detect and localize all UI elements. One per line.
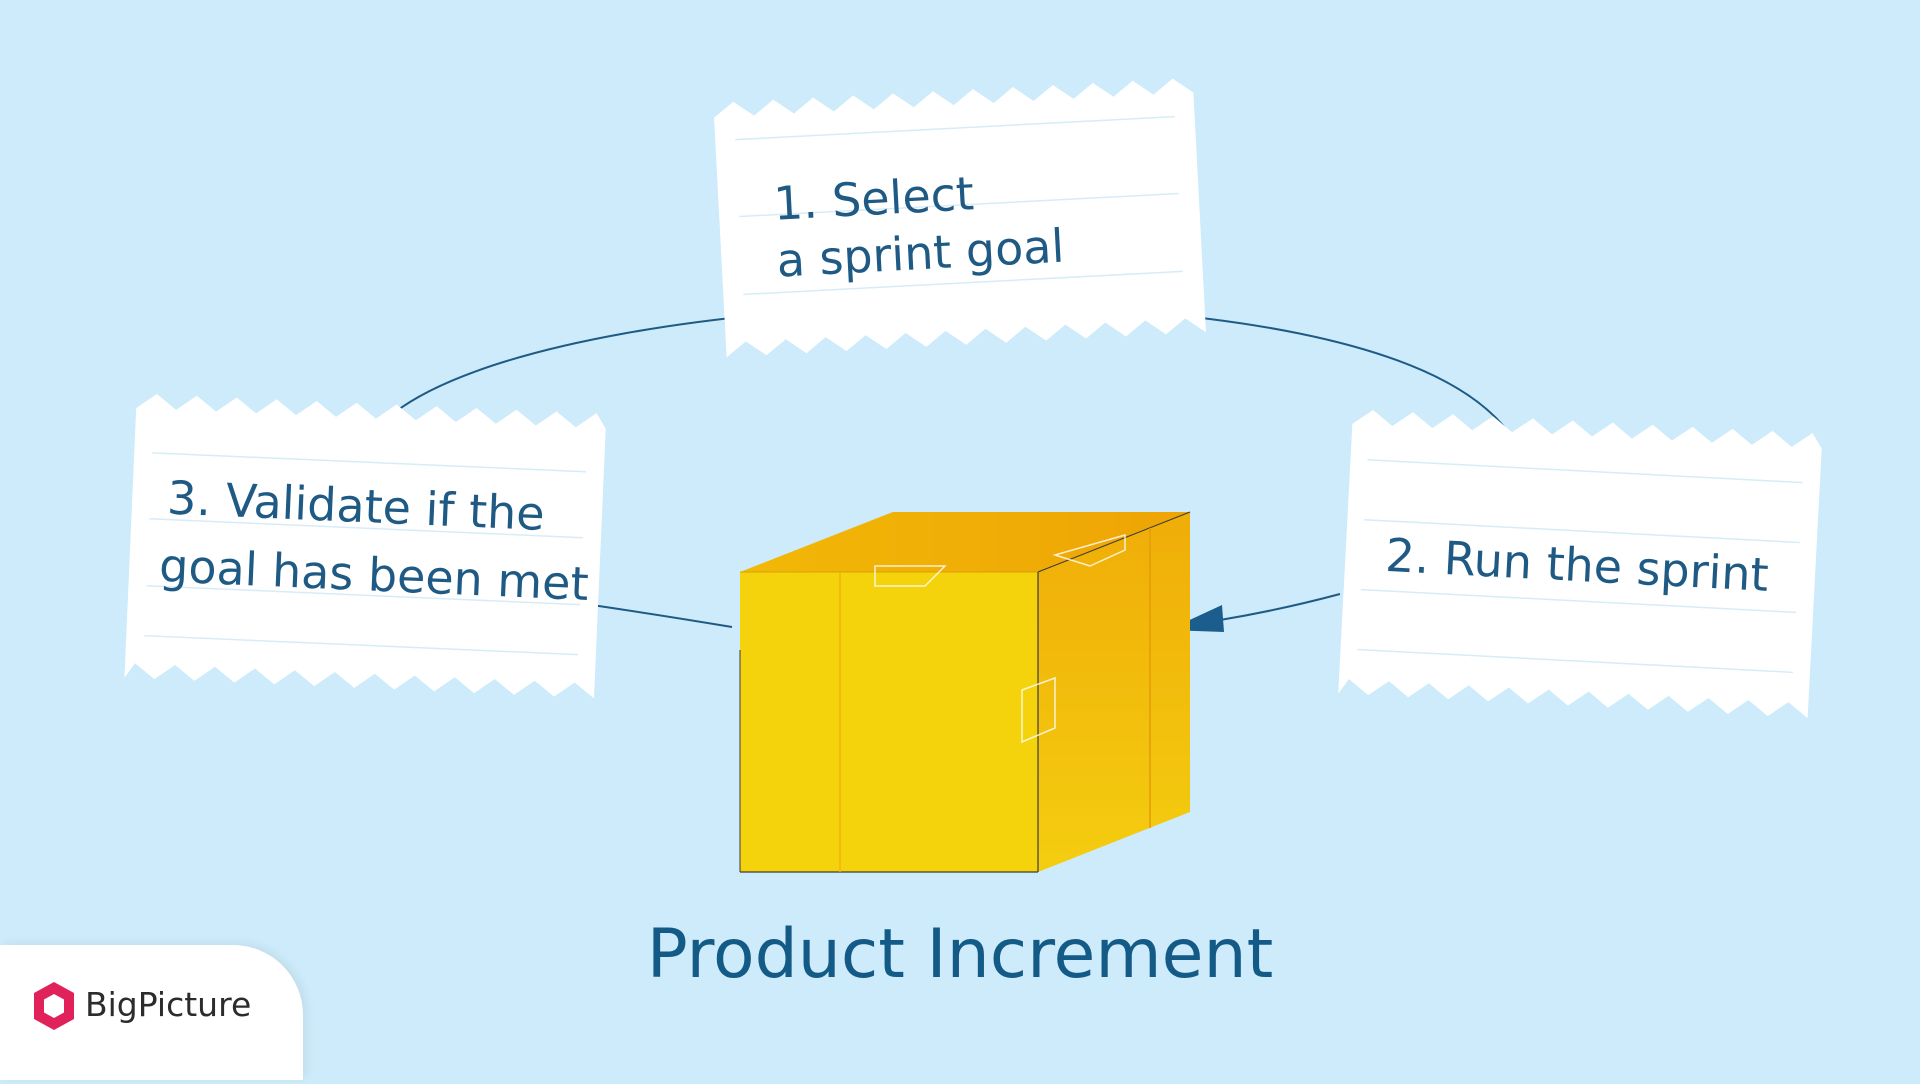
product-increment-label: Product Increment bbox=[646, 915, 1274, 994]
note-step2: 2. Run the sprint bbox=[1338, 410, 1822, 719]
brand-name: BigPicture bbox=[85, 985, 252, 1024]
note-step3: 3. Validate if the goal has been met bbox=[124, 393, 606, 699]
hexagon-logo-icon bbox=[34, 982, 74, 1030]
connector-step3-box bbox=[591, 604, 733, 628]
connector-step2-box bbox=[1219, 593, 1341, 621]
step1-line1: 1. Select bbox=[772, 166, 975, 230]
note-step1: 1. Select a sprint goal bbox=[714, 78, 1206, 358]
product-box-icon bbox=[739, 511, 1191, 873]
